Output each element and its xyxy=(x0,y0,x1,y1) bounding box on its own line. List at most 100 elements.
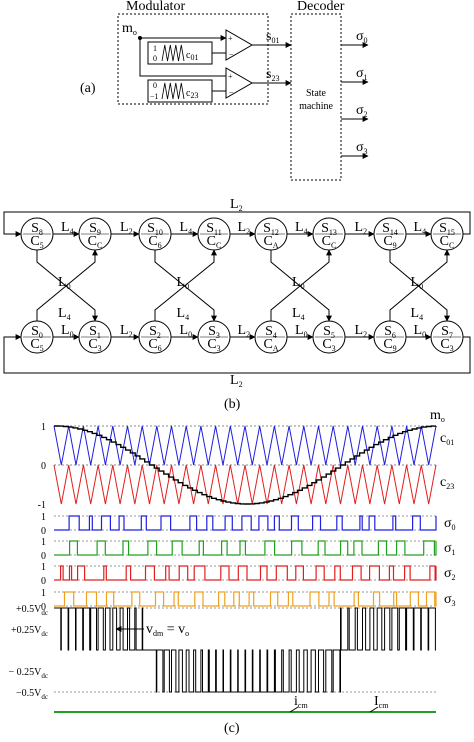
label-c01: c01 xyxy=(440,431,454,447)
carrier-tick-2: -1 xyxy=(38,500,46,511)
wrap-label-bottom: L2 xyxy=(230,373,243,389)
top-state-c-0: C5 xyxy=(30,234,43,250)
vdm-tick-1: +0.25Vdc xyxy=(11,625,48,638)
carrier-c23-line xyxy=(53,464,437,505)
bottom-state-c-3: C3 xyxy=(207,337,220,353)
comp-bot-minus: − xyxy=(229,88,234,97)
panel-a: Modulator Decoder mo 1 0 0 −1 c01 c23 + … xyxy=(80,0,369,181)
vdm-tick-3: −0.5Vdc xyxy=(16,688,48,701)
cross-up-0 xyxy=(36,249,98,321)
comparator-bottom xyxy=(225,67,254,99)
carrier-bottom-waveform xyxy=(161,82,185,100)
top-edge-label-3: L2 xyxy=(238,220,251,236)
carrier-tick-1: 0 xyxy=(41,461,46,472)
vdm-line xyxy=(54,607,436,693)
top-state-s-7: S15 xyxy=(439,221,455,237)
cross-up-1 xyxy=(154,249,217,321)
bottom-edge-label-6: L0 xyxy=(414,323,427,339)
comp-top-minus: − xyxy=(229,50,234,59)
bottom-state-s-3: S3 xyxy=(208,324,220,340)
cross-label-lower-1: L4 xyxy=(177,306,190,322)
bottom-state-s-0: S0 xyxy=(31,324,43,340)
top-state-s-2: S10 xyxy=(147,221,163,237)
sigma0-tick-0: 1 xyxy=(41,512,46,523)
carrier-tick-0: 1 xyxy=(41,422,46,433)
bottom-edge-label-0: L0 xyxy=(61,323,74,339)
sigma0-label: σ0 xyxy=(444,516,456,532)
top-state-c-4: CA xyxy=(263,234,278,250)
carrier-top-hi: 1 xyxy=(153,44,157,53)
carrier-c01-line xyxy=(53,425,437,466)
vdm-tick-2: − 0.25Vdc xyxy=(9,667,48,680)
bottom-state-c-7: C3 xyxy=(440,337,453,353)
input-wire xyxy=(139,38,226,77)
top-edge-label-6: L4 xyxy=(414,220,427,236)
carrier-top-waveform xyxy=(161,44,185,62)
top-edge-label-4: L4 xyxy=(295,220,308,236)
sigma2-tick-1: 0 xyxy=(41,576,46,587)
input-node xyxy=(138,36,142,40)
carrier-bot-lo: −1 xyxy=(150,92,159,101)
bottom-state-c-4: CA xyxy=(263,337,278,353)
top-state-s-3: S11 xyxy=(206,221,222,237)
panel-c: 10-1moc01c2310σ010σ110σ210σ3+0.5Vdc+0.25… xyxy=(9,408,456,736)
s01-label: s01 xyxy=(266,29,279,45)
bottom-edge-label-3: L2 xyxy=(238,323,251,339)
comp-bot-plus: + xyxy=(228,72,233,81)
decoder-title: Decoder xyxy=(297,0,345,14)
Icm-pointer xyxy=(369,706,379,713)
sigma3-tick-1: 0 xyxy=(41,602,46,613)
comp-top-plus: + xyxy=(228,34,233,43)
carrier-top-lo: 0 xyxy=(153,54,157,63)
cross-label-upper-1: L0 xyxy=(177,275,190,291)
bottom-state-c-2: C6 xyxy=(148,337,161,353)
bottom-state-s-5: S5 xyxy=(323,324,335,340)
top-state-c-3: CC xyxy=(207,234,222,250)
wrap-label-top: L2 xyxy=(230,197,243,213)
carrier-top-name: c01 xyxy=(186,50,198,62)
sigma2-tick-0: 1 xyxy=(41,562,46,573)
output-label-0: σ0 xyxy=(356,29,368,45)
cross-label-lower-3: L4 xyxy=(411,306,424,322)
vdm-annotation: vdm = vo xyxy=(146,622,189,638)
label-c23: c23 xyxy=(440,475,454,491)
label-mo: mo xyxy=(430,408,445,424)
top-state-c-2: C6 xyxy=(148,234,161,250)
bottom-edge-label-2: L0 xyxy=(180,323,193,339)
carrier-bot-hi: 0 xyxy=(153,81,157,90)
bottom-state-s-4: S4 xyxy=(265,324,277,340)
label-icm: icm xyxy=(294,694,308,710)
sigma1-tick-0: 1 xyxy=(41,537,46,548)
top-edge-label-1: L2 xyxy=(120,220,133,236)
bottom-state-s-1: S1 xyxy=(89,324,101,340)
top-state-s-4: S12 xyxy=(263,221,279,237)
panel-b-label: (b) xyxy=(224,397,241,412)
bottom-state-c-1: C3 xyxy=(88,337,101,353)
cross-up-3 xyxy=(389,249,450,321)
top-state-s-6: S14 xyxy=(382,221,398,237)
wrap-bottom xyxy=(3,334,471,374)
sigma3-line xyxy=(54,591,437,607)
cross-label-upper-2: L0 xyxy=(292,275,305,291)
bottom-state-s-2: S2 xyxy=(149,324,161,340)
top-state-s-1: S9 xyxy=(89,221,101,237)
top-edge-label-2: L4 xyxy=(180,220,193,236)
icm-pointer xyxy=(289,706,299,713)
bottom-state-c-6: C9 xyxy=(383,337,396,353)
sigma3-tick-0: 1 xyxy=(41,588,46,599)
modulator-title: Modulator xyxy=(126,0,185,14)
top-state-c-1: CC xyxy=(88,234,103,250)
top-state-c-6: C9 xyxy=(383,234,396,250)
panel-b: L2 L2 S8C5S9CCS10C6S11CCS12CAS13CCS14C9S… xyxy=(3,197,471,412)
comparator-top xyxy=(225,29,254,61)
carrier-bot-name: c23 xyxy=(186,88,198,100)
bottom-state-s-7: S7 xyxy=(441,324,453,340)
cross-label-lower-0: L4 xyxy=(58,306,71,322)
sigma2-label: σ2 xyxy=(444,566,456,582)
bottom-edge-label-5: L2 xyxy=(355,323,368,339)
sigma0-tick-1: 0 xyxy=(41,526,46,537)
bottom-edge-label-4: L0 xyxy=(295,323,308,339)
